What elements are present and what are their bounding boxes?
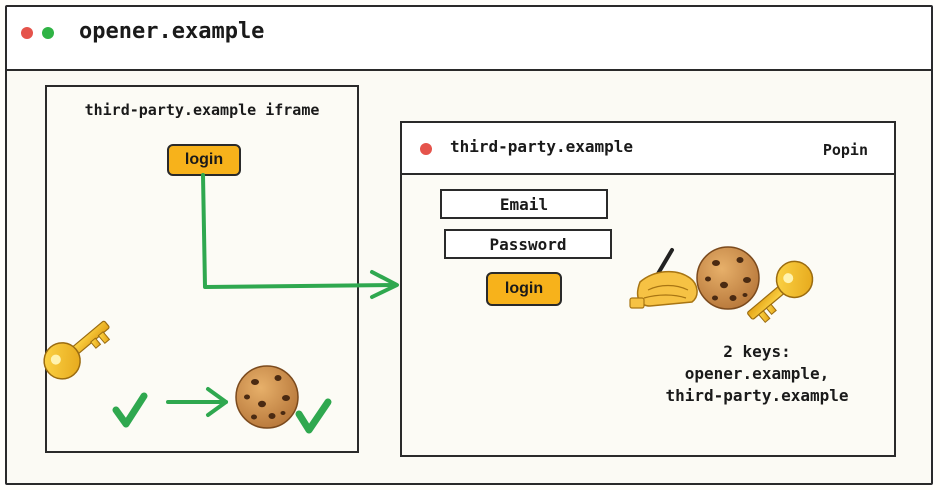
arrow-right-icon <box>166 387 228 417</box>
keys-caption-line: third-party.example <box>665 386 849 405</box>
browser-title: opener.example <box>79 19 265 44</box>
flow-arrow <box>201 173 399 299</box>
popin-login-button[interactable]: login <box>486 272 562 306</box>
popin-close-button[interactable] <box>420 143 432 155</box>
keys-caption-line: 2 keys: <box>723 342 791 361</box>
popin-title: third-party.example <box>450 137 634 156</box>
cookie-icon <box>696 246 760 310</box>
iframe-label: third-party.example iframe <box>84 101 320 119</box>
iframe-panel: third-party.example iframe login <box>45 85 359 453</box>
email-field[interactable]: Email <box>440 189 608 219</box>
password-field[interactable]: Password <box>444 229 612 259</box>
close-window-button[interactable] <box>21 27 33 39</box>
popin-window: third-party.example Popin Email Password… <box>400 121 896 457</box>
keys-caption: 2 keys: opener.example, third-party.exam… <box>592 341 922 407</box>
cookie-icon <box>235 365 299 429</box>
key-icon <box>747 260 814 323</box>
browser-titlebar: opener.example <box>7 7 931 71</box>
check-icon <box>295 398 332 434</box>
iframe-login-button[interactable]: login <box>167 144 241 176</box>
writing-hand-icon <box>629 248 698 309</box>
popin-tag: Popin <box>822 141 868 159</box>
popin-titlebar: third-party.example Popin <box>402 123 894 175</box>
key-icon <box>43 320 111 380</box>
keys-caption-line: opener.example, <box>684 364 830 383</box>
maximize-window-button[interactable] <box>42 27 54 39</box>
browser-window: opener.example third-party.example ifram… <box>5 5 933 485</box>
check-icon <box>112 392 148 428</box>
